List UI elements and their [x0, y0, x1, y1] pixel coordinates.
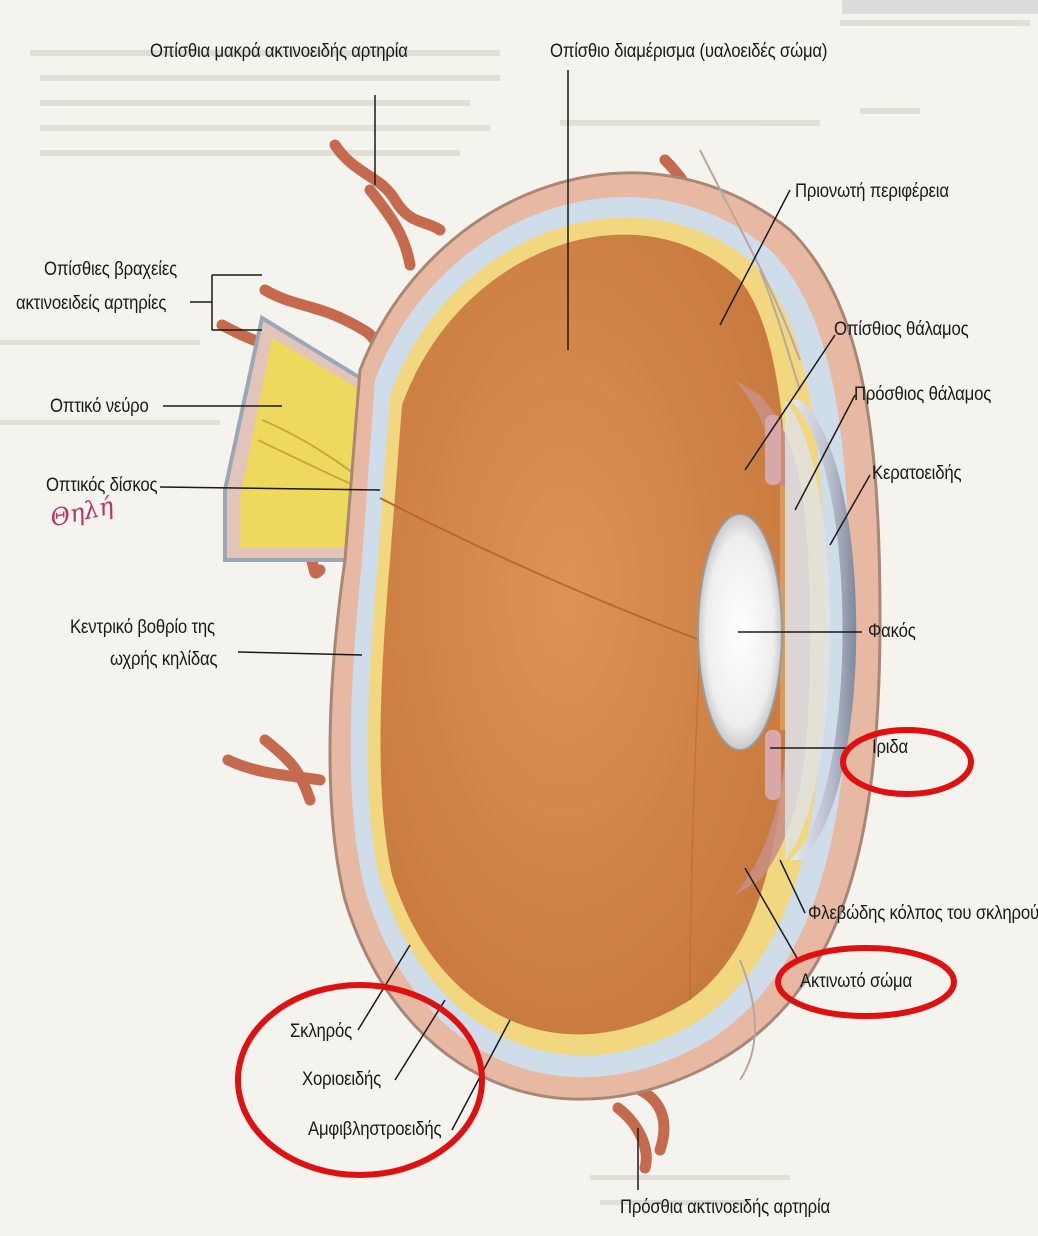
- label-post-long-ciliary-artery: Οπίσθια μακρά ακτινοειδής αρτηρία: [150, 40, 408, 64]
- corner-box: [842, 0, 1038, 14]
- label-central-fovea-2: ωχρής κηλίδας: [110, 648, 217, 672]
- label-posterior-chamber: Οπίσθιος θάλαμος: [834, 318, 969, 342]
- label-iris: Ιριδα: [872, 736, 908, 760]
- label-lens: Φακός: [868, 620, 916, 644]
- label-post-short-ciliary-2: ακτινοειδείς αρτηρίες: [16, 292, 166, 316]
- label-retina: Αμφιβληστροειδής: [308, 1118, 441, 1142]
- label-scleral-venous-sinus: Φλεβώδης κόλπος του σκληρού: [808, 902, 1038, 926]
- label-ciliary-body: Ακτινωτό σώμα: [800, 970, 912, 994]
- label-ant-ciliary-artery: Πρόσθια ακτινοειδής αρτηρία: [620, 1196, 830, 1220]
- label-post-short-ciliary-1: Οπίσθιες βραχείες: [44, 258, 177, 282]
- label-ora-serrata: Πριονωτή περιφέρεια: [795, 180, 949, 204]
- label-cornea: Κερατοειδής: [872, 462, 961, 486]
- label-anterior-chamber: Πρόσθιος θάλαμος: [854, 383, 991, 407]
- label-sclera: Σκληρός: [290, 1020, 352, 1044]
- label-central-fovea-1: Κεντρικό βοθρίο της: [70, 616, 215, 640]
- label-choroid: Χοριοειδής: [302, 1068, 381, 1092]
- label-optic-nerve: Οπτικό νεύρο: [50, 395, 149, 419]
- label-posterior-compartment: Οπίσθιο διαμέρισμα (υαλοειδές σώμα): [550, 40, 827, 64]
